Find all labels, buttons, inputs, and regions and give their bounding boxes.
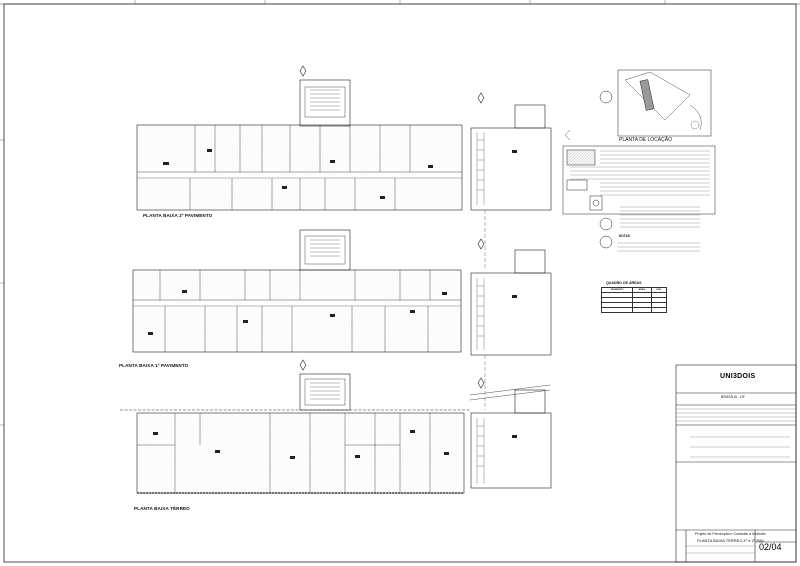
sheet-number: 02/04 [759,542,782,552]
company-logo: UNI3DOIS [720,373,756,380]
location-plan-drawing [564,69,712,141]
location-plan-title: PLANTA DE LOCAÇÃO [619,137,672,143]
areas-table-title: QUADRO DE ÁREAS [606,281,642,285]
notes-title: NOTAS [619,234,630,238]
sheet-title: PLANTA BAIXA TÉRREO,1º e 2º PAV. [697,538,765,543]
plan-ground-floor [120,359,552,494]
title-block-frame [675,364,797,563]
general-notes-panel [562,145,716,215]
project-location: BRASÍLIA - DF [721,395,745,399]
plan-1st-floor [132,229,552,356]
plan-2nd-floor [136,65,552,211]
project-title: Projeto de Prevenção e Combate a Incêndi… [695,532,766,536]
plan-title-ground-floor: PLANTA BAIXA TÉRREO [134,506,190,511]
areas-table: PAVIMENTO ÁREA OBS [600,287,668,313]
plan-title-1st-floor: PLANTA BAIXA 1º PAVIMENTO [119,363,189,368]
table-row [600,307,668,313]
plan-title-2nd-floor: PLANTA BAIXA 2º PAVIMENTO [143,213,213,218]
